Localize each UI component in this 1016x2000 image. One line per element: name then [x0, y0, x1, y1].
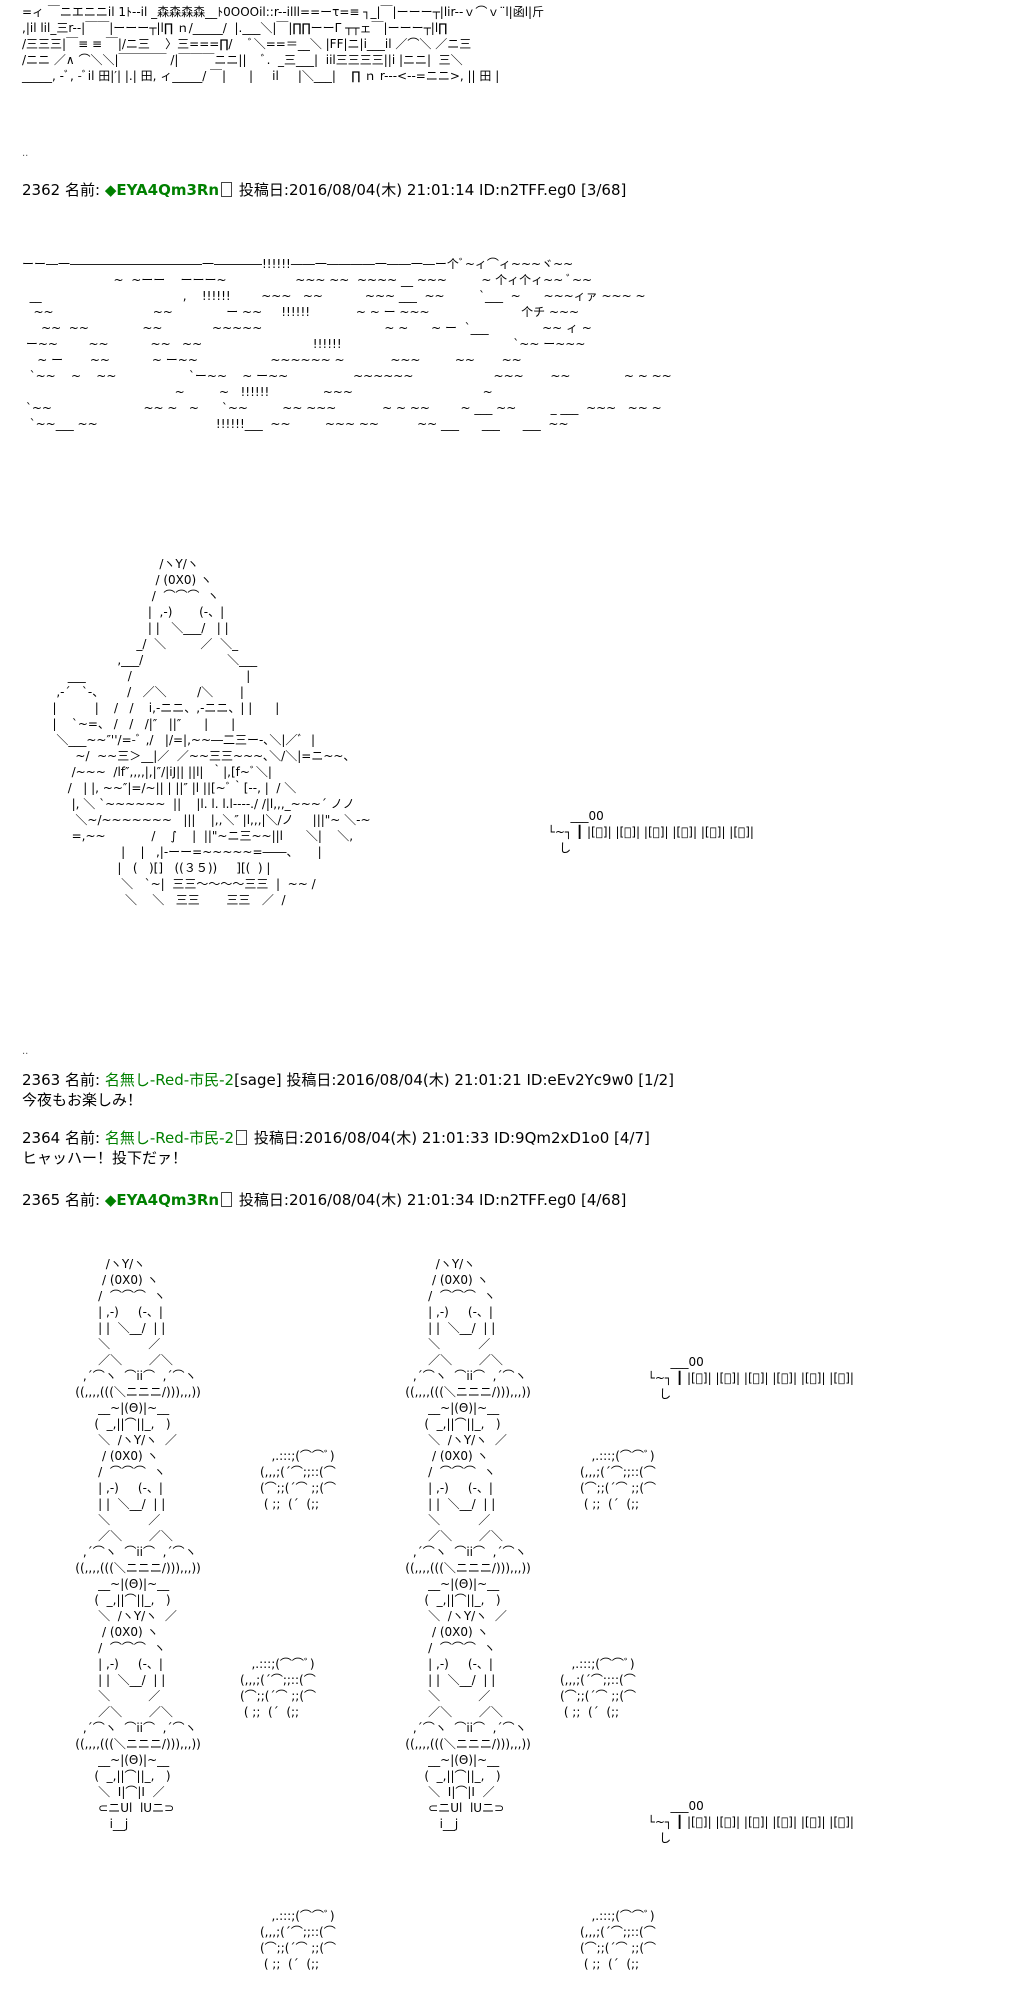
name-label: 名前: [64, 1129, 101, 1147]
post-header-2364: 2364 名前: 名無し-Red-市民-2 投稿日:2016/08/04(木) … [22, 1128, 650, 1148]
post-count: [4/7] [614, 1129, 650, 1147]
separator-dots: .. [22, 1046, 29, 1057]
post-count: [4/68] [580, 1191, 627, 1209]
post-body-2363: 今夜もお楽しみ！ [22, 1091, 143, 1109]
poster-name[interactable]: 名無し-Red-市民-2 [104, 1129, 235, 1147]
ascii-art-window-panel: ___00 └~┐ ┃ |[ﾞ]| |[ﾞ]| |[ﾞ]| |[ﾞ]| |[ﾞ]… [647, 1799, 854, 1845]
post-number: 2365 [22, 1191, 61, 1209]
ascii-art-speedlines: ーー―一―――――――――――一――――!!!!!!――一――――一――一―ー个… [22, 257, 672, 431]
ascii-art-window-panel: ___00 └~┐ ┃ |[ﾞ]| |[ﾞ]| |[ﾞ]| |[ﾞ]| |[ﾞ]… [547, 809, 754, 855]
ascii-art-window-panel: ___00 └~┐ ┃ |[ﾞ]| |[ﾞ]| |[ﾞ]| |[ﾞ]| |[ﾞ]… [647, 1355, 854, 1401]
post-date: 2016/08/04(木) 21:01:33 [303, 1129, 490, 1147]
post-number: 2363 [22, 1071, 61, 1089]
ascii-art-smoke: ,.:::;(⌒⌒ﾞ) (,,,;(´⌒;;::(⌒ (⌒;;(´⌒ ;;(⌒ … [240, 1657, 317, 1719]
ascii-art-smoke: ,.:::;(⌒⌒ﾞ) (,,,;(´⌒;;::(⌒ (⌒;;(´⌒ ;;(⌒ … [580, 1449, 657, 1511]
post-date: 2016/08/04(木) 21:01:34 [288, 1191, 475, 1209]
post-number: 2364 [22, 1129, 61, 1147]
ascii-art-character-large: /ヽY/ヽ / (0X0) ヽ / ⌒⌒⌒ ヽ | ,-) (-、| | | ＼… [52, 557, 371, 907]
mail-box-icon [236, 1130, 248, 1145]
post-count: [3/68] [580, 181, 627, 199]
name-label: 名前: [64, 181, 101, 199]
ascii-art-buildings: =ィ ￣ニエニニil 1ﾄ--il _森森森森__ﾄ0OOOil::r--ill… [22, 5, 545, 83]
poster-id[interactable]: ID:9Qm2xD1o0 [494, 1129, 610, 1147]
post-date: 2016/08/04(木) 21:01:21 [336, 1071, 522, 1089]
poster-mail[interactable]: [sage] [234, 1071, 282, 1089]
ascii-art-smoke: ,.:::;(⌒⌒ﾞ) (,,,;(´⌒;;::(⌒ (⌒;;(´⌒ ;;(⌒ … [580, 1909, 657, 1971]
mail-box-icon [221, 1192, 233, 1207]
date-label: 投稿日: [238, 1191, 289, 1209]
post-number: 2362 [22, 181, 61, 199]
date-label: 投稿日: [286, 1071, 337, 1089]
ascii-art-smoke: ,.:::;(⌒⌒ﾞ) (,,,;(´⌒;;::(⌒ (⌒;;(´⌒ ;;(⌒ … [260, 1449, 337, 1511]
ascii-art-character-stack-right: /ヽY/ヽ / (0X0) ヽ / ⌒⌒⌒ ヽ | ,-) (-、| | | ＼… [405, 1257, 531, 1831]
poster-id[interactable]: ID:eEv2Yc9w0 [526, 1071, 634, 1089]
ascii-art-smoke: ,.:::;(⌒⌒ﾞ) (,,,;(´⌒;;::(⌒ (⌒;;(´⌒ ;;(⌒ … [560, 1657, 637, 1719]
post-date: 2016/08/04(木) 21:01:14 [288, 181, 475, 199]
poster-name[interactable]: ◆EYA4Qm3Rn [104, 1191, 220, 1209]
post-body-2364: ヒャッハー！投下だァ！ [22, 1149, 188, 1167]
name-label: 名前: [64, 1191, 101, 1209]
separator-dots: .. [22, 148, 29, 159]
post-count: [1/2] [638, 1071, 675, 1089]
name-label: 名前: [64, 1071, 101, 1089]
date-label: 投稿日: [238, 181, 289, 199]
post-header-2362: 2362 名前: ◆EYA4Qm3Rn 投稿日:2016/08/04(木) 21… [22, 180, 626, 200]
date-label: 投稿日: [253, 1129, 304, 1147]
poster-id[interactable]: ID:n2TFF.eg0 [479, 1191, 577, 1209]
poster-name[interactable]: 名無し-Red-市民-2 [104, 1071, 235, 1089]
ascii-art-character-stack-left: /ヽY/ヽ / (0X0) ヽ / ⌒⌒⌒ ヽ | ,-) (-、| | | ＼… [75, 1257, 201, 1831]
mail-box-icon [221, 182, 233, 197]
poster-id[interactable]: ID:n2TFF.eg0 [479, 181, 577, 199]
post-header-2365: 2365 名前: ◆EYA4Qm3Rn 投稿日:2016/08/04(木) 21… [22, 1190, 626, 1210]
poster-name[interactable]: ◆EYA4Qm3Rn [104, 181, 220, 199]
ascii-art-smoke: ,.:::;(⌒⌒ﾞ) (,,,;(´⌒;;::(⌒ (⌒;;(´⌒ ;;(⌒ … [260, 1909, 337, 1971]
post-header-2363: 2363 名前: 名無し-Red-市民-2[sage] 投稿日:2016/08/… [22, 1070, 674, 1090]
